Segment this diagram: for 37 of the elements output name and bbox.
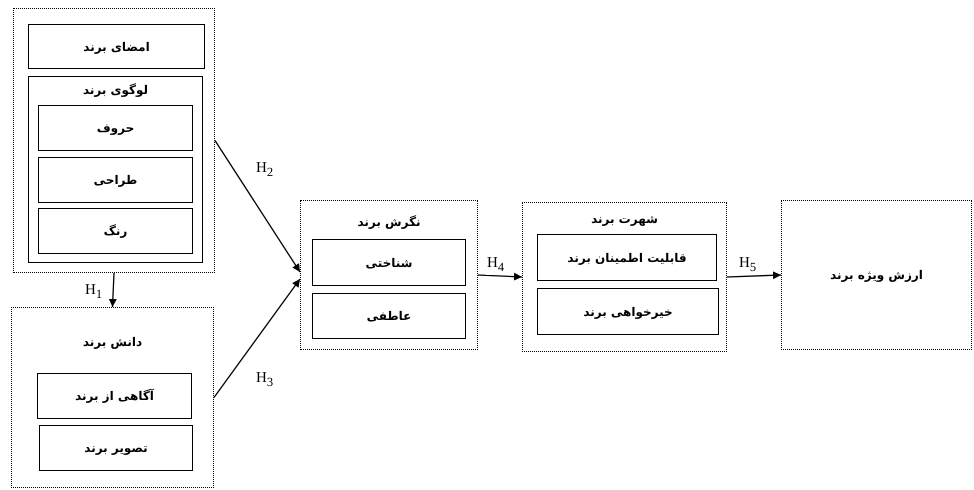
concept-box xyxy=(537,234,717,281)
arrow xyxy=(726,271,782,280)
box-label: رنگ xyxy=(104,224,128,238)
concept-box xyxy=(38,105,193,151)
box-heading: شهرت برند xyxy=(591,212,658,226)
box-label: آگاهی از برند xyxy=(75,389,154,403)
group-box xyxy=(11,307,214,488)
box-heading: نگرش برند xyxy=(357,215,421,229)
concept-box xyxy=(537,288,719,335)
group-box xyxy=(781,200,972,350)
group-box xyxy=(522,202,727,352)
box-heading: لوگوی برند xyxy=(82,83,148,97)
concept-box xyxy=(312,239,466,286)
box-label: ارزش ویژه برند xyxy=(830,268,923,282)
arrow xyxy=(108,272,117,308)
box-label: عاطفی xyxy=(366,309,412,323)
box-label: طراحی xyxy=(94,173,138,187)
arrow xyxy=(213,278,301,398)
group-box xyxy=(300,200,478,350)
arrow xyxy=(478,272,522,281)
concept-box xyxy=(312,293,466,339)
concept-box xyxy=(39,425,193,471)
box-label: تصویر برند xyxy=(84,441,148,455)
box-label: امضای برند xyxy=(83,40,150,54)
concept-box xyxy=(28,76,203,263)
concept-box xyxy=(37,373,192,419)
concept-box xyxy=(38,157,193,203)
concept-box xyxy=(28,24,205,69)
edge-label: H$_{4}$ xyxy=(486,255,506,275)
box-heading: دانش برند xyxy=(82,335,142,349)
box-label: شناختی xyxy=(366,256,412,270)
group-box xyxy=(13,8,215,273)
box-label: حروف xyxy=(96,121,134,135)
arrow xyxy=(214,140,301,272)
box-label: قابلیت اطمینان برند xyxy=(567,250,687,264)
box-label: خیرخواهی برند xyxy=(583,304,673,318)
concept-box xyxy=(38,208,193,254)
